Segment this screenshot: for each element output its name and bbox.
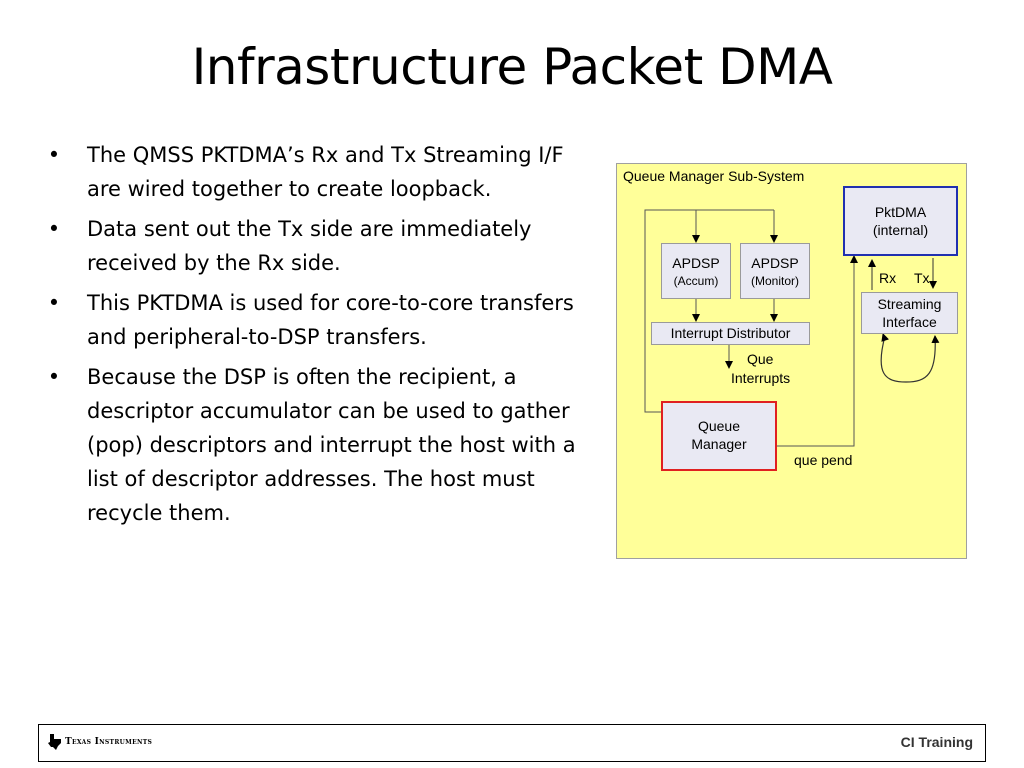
- bullet-item: • The QMSS PKTDMA’s Rx and Tx Streaming …: [44, 138, 604, 206]
- ti-logo: Texas Instruments: [47, 734, 152, 750]
- apdsp-accum-sublabel: (Accum): [673, 274, 719, 288]
- que-pend-label: que pend: [794, 452, 853, 468]
- wire-que-pend: [777, 255, 858, 447]
- bullet-dot: •: [47, 365, 61, 389]
- queue-manager-box: Queue Manager: [661, 401, 777, 471]
- apdsp-monitor-label: APDSP: [751, 255, 799, 271]
- que-interrupts-line1: Que: [747, 351, 774, 367]
- apdsp-accum-box: APDSP (Accum): [661, 243, 731, 299]
- slide-title: Infrastructure Packet DMA: [191, 38, 833, 96]
- apdsp-monitor-sublabel: (Monitor): [750, 274, 799, 288]
- pktdma-label: PktDMA: [874, 204, 927, 220]
- bullet-list: • The QMSS PKTDMA’s Rx and Tx Streaming …: [44, 138, 604, 536]
- queue-manager-subsystem-diagram: Queue Manager Sub-System PktDMA (interna…: [616, 163, 967, 559]
- streaming-sublabel: Interface: [882, 314, 937, 330]
- tx-label: Tx: [914, 270, 930, 286]
- bullet-text: The QMSS PKTDMA’s Rx and Tx Streaming I/…: [87, 143, 564, 201]
- interrupt-distributor-label: Interrupt Distributor: [670, 325, 791, 341]
- subsystem-title: Queue Manager Sub-System: [623, 168, 805, 184]
- interrupt-distributor-box: Interrupt Distributor: [651, 322, 810, 345]
- bullet-item: • This PKTDMA is used for core-to-core t…: [44, 286, 604, 354]
- slide-footer: Texas Instruments CI Training: [38, 724, 986, 762]
- feedback-wire: [644, 209, 774, 413]
- texas-state-icon: [48, 734, 61, 750]
- bullet-dot: •: [47, 291, 61, 315]
- apdsp-accum-label: APDSP: [672, 255, 720, 271]
- bullet-text: Because the DSP is often the recipient, …: [87, 365, 576, 525]
- streaming-label: Streaming: [877, 296, 942, 312]
- bullet-item: • Because the DSP is often the recipient…: [44, 360, 604, 530]
- streaming-interface-box: Streaming Interface: [861, 292, 958, 334]
- bullet-text: This PKTDMA is used for core-to-core tra…: [87, 291, 574, 349]
- queue-manager-label: Queue: [697, 418, 741, 434]
- apdsp-monitor-box: APDSP (Monitor): [740, 243, 810, 299]
- bullet-dot: •: [47, 143, 61, 167]
- ci-training-label: CI Training: [900, 734, 973, 750]
- diagram-wires: [644, 209, 940, 447]
- pktdma-sublabel: (internal): [872, 222, 929, 238]
- queue-manager-sublabel: Manager: [691, 436, 747, 452]
- bullet-dot: •: [47, 217, 61, 241]
- wire-loopback: [880, 335, 940, 383]
- rx-label: Rx: [879, 270, 897, 286]
- pktdma-box: PktDMA (internal): [843, 186, 958, 256]
- que-interrupts-label: Que: [747, 350, 773, 368]
- que-interrupts-label-2: Interrupts: [731, 369, 790, 387]
- bullet-item: • Data sent out the Tx side are immediat…: [44, 212, 604, 280]
- que-interrupts-line2: Interrupts: [731, 370, 791, 386]
- ti-brand-text: Texas Instruments: [65, 737, 153, 747]
- wire-loopback-start: [881, 333, 890, 342]
- bullet-text: Data sent out the Tx side are immediatel…: [87, 217, 532, 275]
